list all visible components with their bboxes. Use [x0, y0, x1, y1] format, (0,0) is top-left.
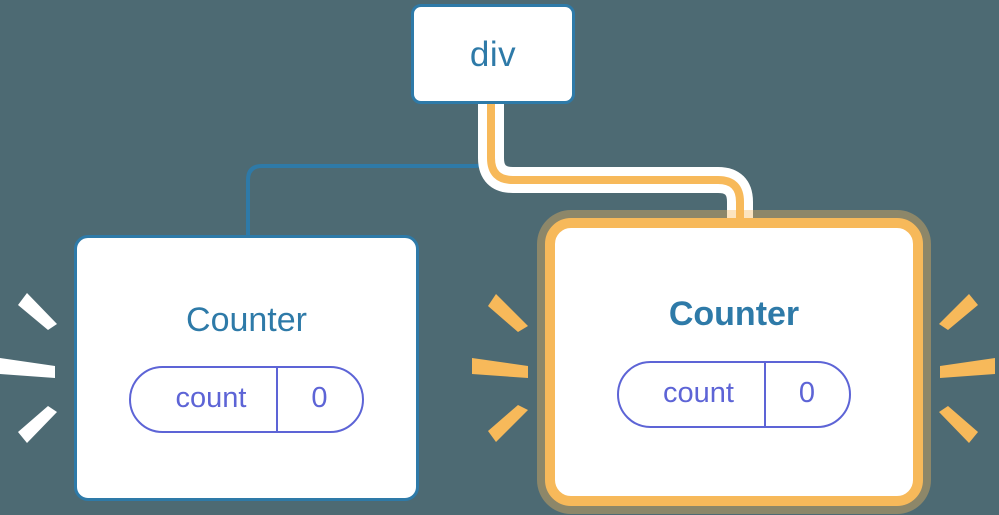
sparkle-rays-right — [935, 282, 999, 454]
sparkle-rays-middle — [466, 282, 534, 454]
node-counter-right[interactable]: Counter count 0 — [545, 218, 923, 506]
ray-upper — [488, 294, 528, 332]
ray-lower — [488, 405, 528, 442]
ray-lower — [18, 406, 57, 443]
state-key-left: count — [175, 382, 247, 414]
state-pill-left: count 0 — [129, 366, 364, 433]
ray-middle — [0, 358, 55, 378]
node-counter-left[interactable]: Counter count 0 — [74, 235, 419, 501]
ray-upper — [939, 294, 978, 330]
state-value-right: 0 — [763, 362, 849, 426]
sparkle-rays-left — [0, 282, 64, 454]
edge-div-to-left-counter — [246, 104, 491, 240]
ray-lower — [939, 406, 978, 443]
state-key-right: count — [662, 376, 734, 409]
state-pill-right: count 0 — [616, 360, 852, 428]
node-div-label: div — [469, 34, 517, 74]
ray-middle — [940, 358, 995, 378]
state-value-left: 0 — [276, 368, 361, 431]
node-div[interactable]: div — [411, 4, 575, 104]
node-counter-right-label: Counter — [668, 294, 800, 333]
ray-middle — [472, 358, 528, 378]
node-counter-left-label: Counter — [186, 301, 307, 339]
ray-upper — [18, 293, 57, 330]
